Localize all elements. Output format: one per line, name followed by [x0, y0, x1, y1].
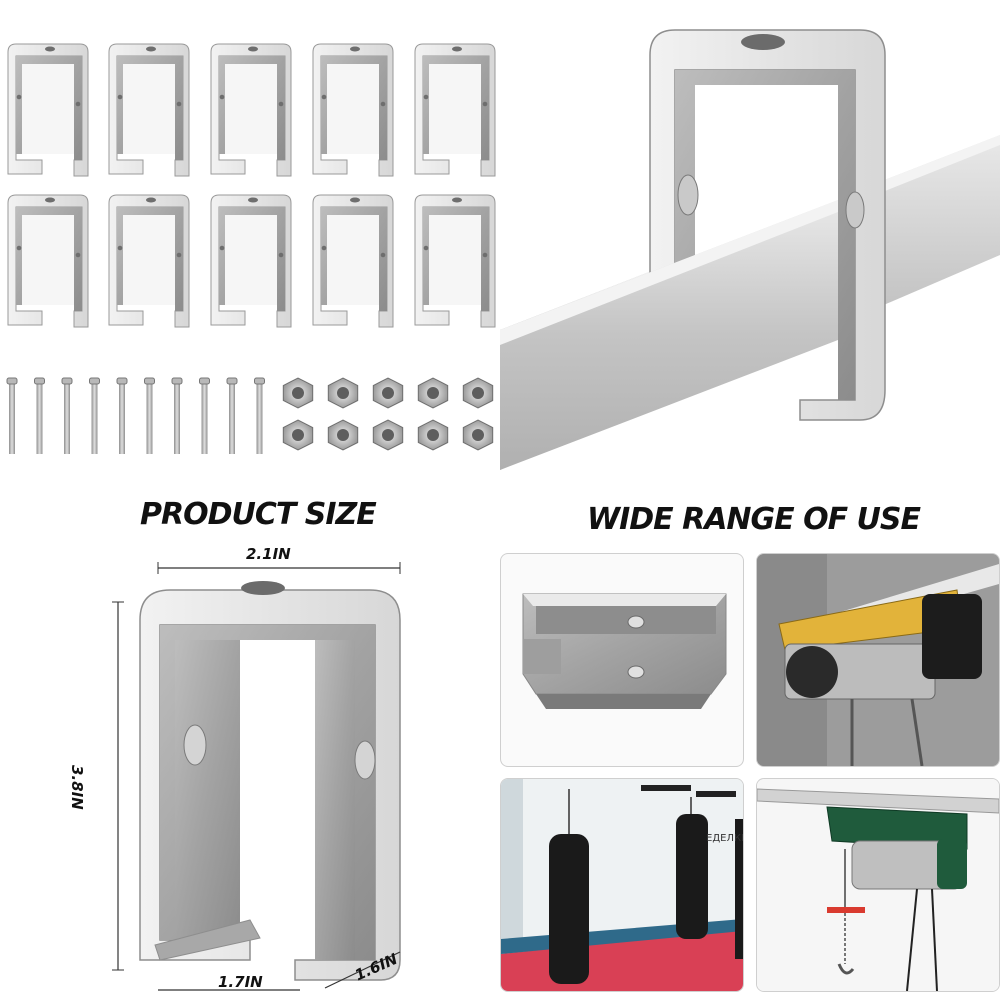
bolt: [254, 377, 265, 454]
bolts-and-nuts-image: [6, 377, 494, 454]
depth-dimension-line: [324, 951, 401, 989]
bracket-row-1: [7, 43, 496, 177]
nut: [282, 419, 314, 451]
nut: [462, 419, 494, 451]
nut: [327, 419, 359, 451]
bracket-set-image: [7, 43, 496, 328]
bolt: [61, 377, 73, 454]
product-size-title: PRODUCT SIZE: [140, 497, 377, 532]
bolt: [144, 377, 155, 454]
nut: [462, 377, 494, 409]
bolt: [89, 377, 100, 454]
dimension-diagram: [100, 540, 420, 1000]
use-photo-flat-bracket: [500, 553, 744, 767]
nut: [327, 377, 359, 409]
nut: [417, 419, 449, 451]
nut: [372, 377, 404, 409]
nut: [282, 377, 314, 409]
bolt: [6, 377, 18, 454]
bolt: [116, 377, 128, 454]
nut: [372, 419, 404, 451]
hardware-set: [0, 370, 500, 460]
wide-range-title: WIDE RANGE OF USE: [587, 502, 921, 537]
bracket-large: [649, 29, 886, 421]
nut: [417, 377, 449, 409]
wall-sign-text: ЕДЕЛКИ: [706, 833, 743, 844]
bracket-on-bar-photo: [500, 0, 1000, 470]
bracket-row-2: [7, 194, 496, 328]
bolt: [226, 377, 238, 454]
use-photo-green-hoist: [756, 778, 1000, 992]
use-photo-punching-bags: ЕДЕЛКИ: [500, 778, 744, 992]
bolt: [34, 377, 45, 454]
use-photo-yellow-hoist: [756, 553, 1000, 767]
bracket-grid: [0, 40, 500, 340]
bolt: [199, 377, 210, 454]
top-hole: [741, 34, 785, 50]
side-hole-left: [677, 174, 699, 216]
inner-width-label: 1.7IN: [218, 973, 263, 991]
bolt: [171, 377, 183, 454]
side-hole-right: [845, 191, 865, 229]
height-label: 3.8IN: [68, 765, 86, 810]
width-label: 2.1IN: [246, 545, 291, 563]
